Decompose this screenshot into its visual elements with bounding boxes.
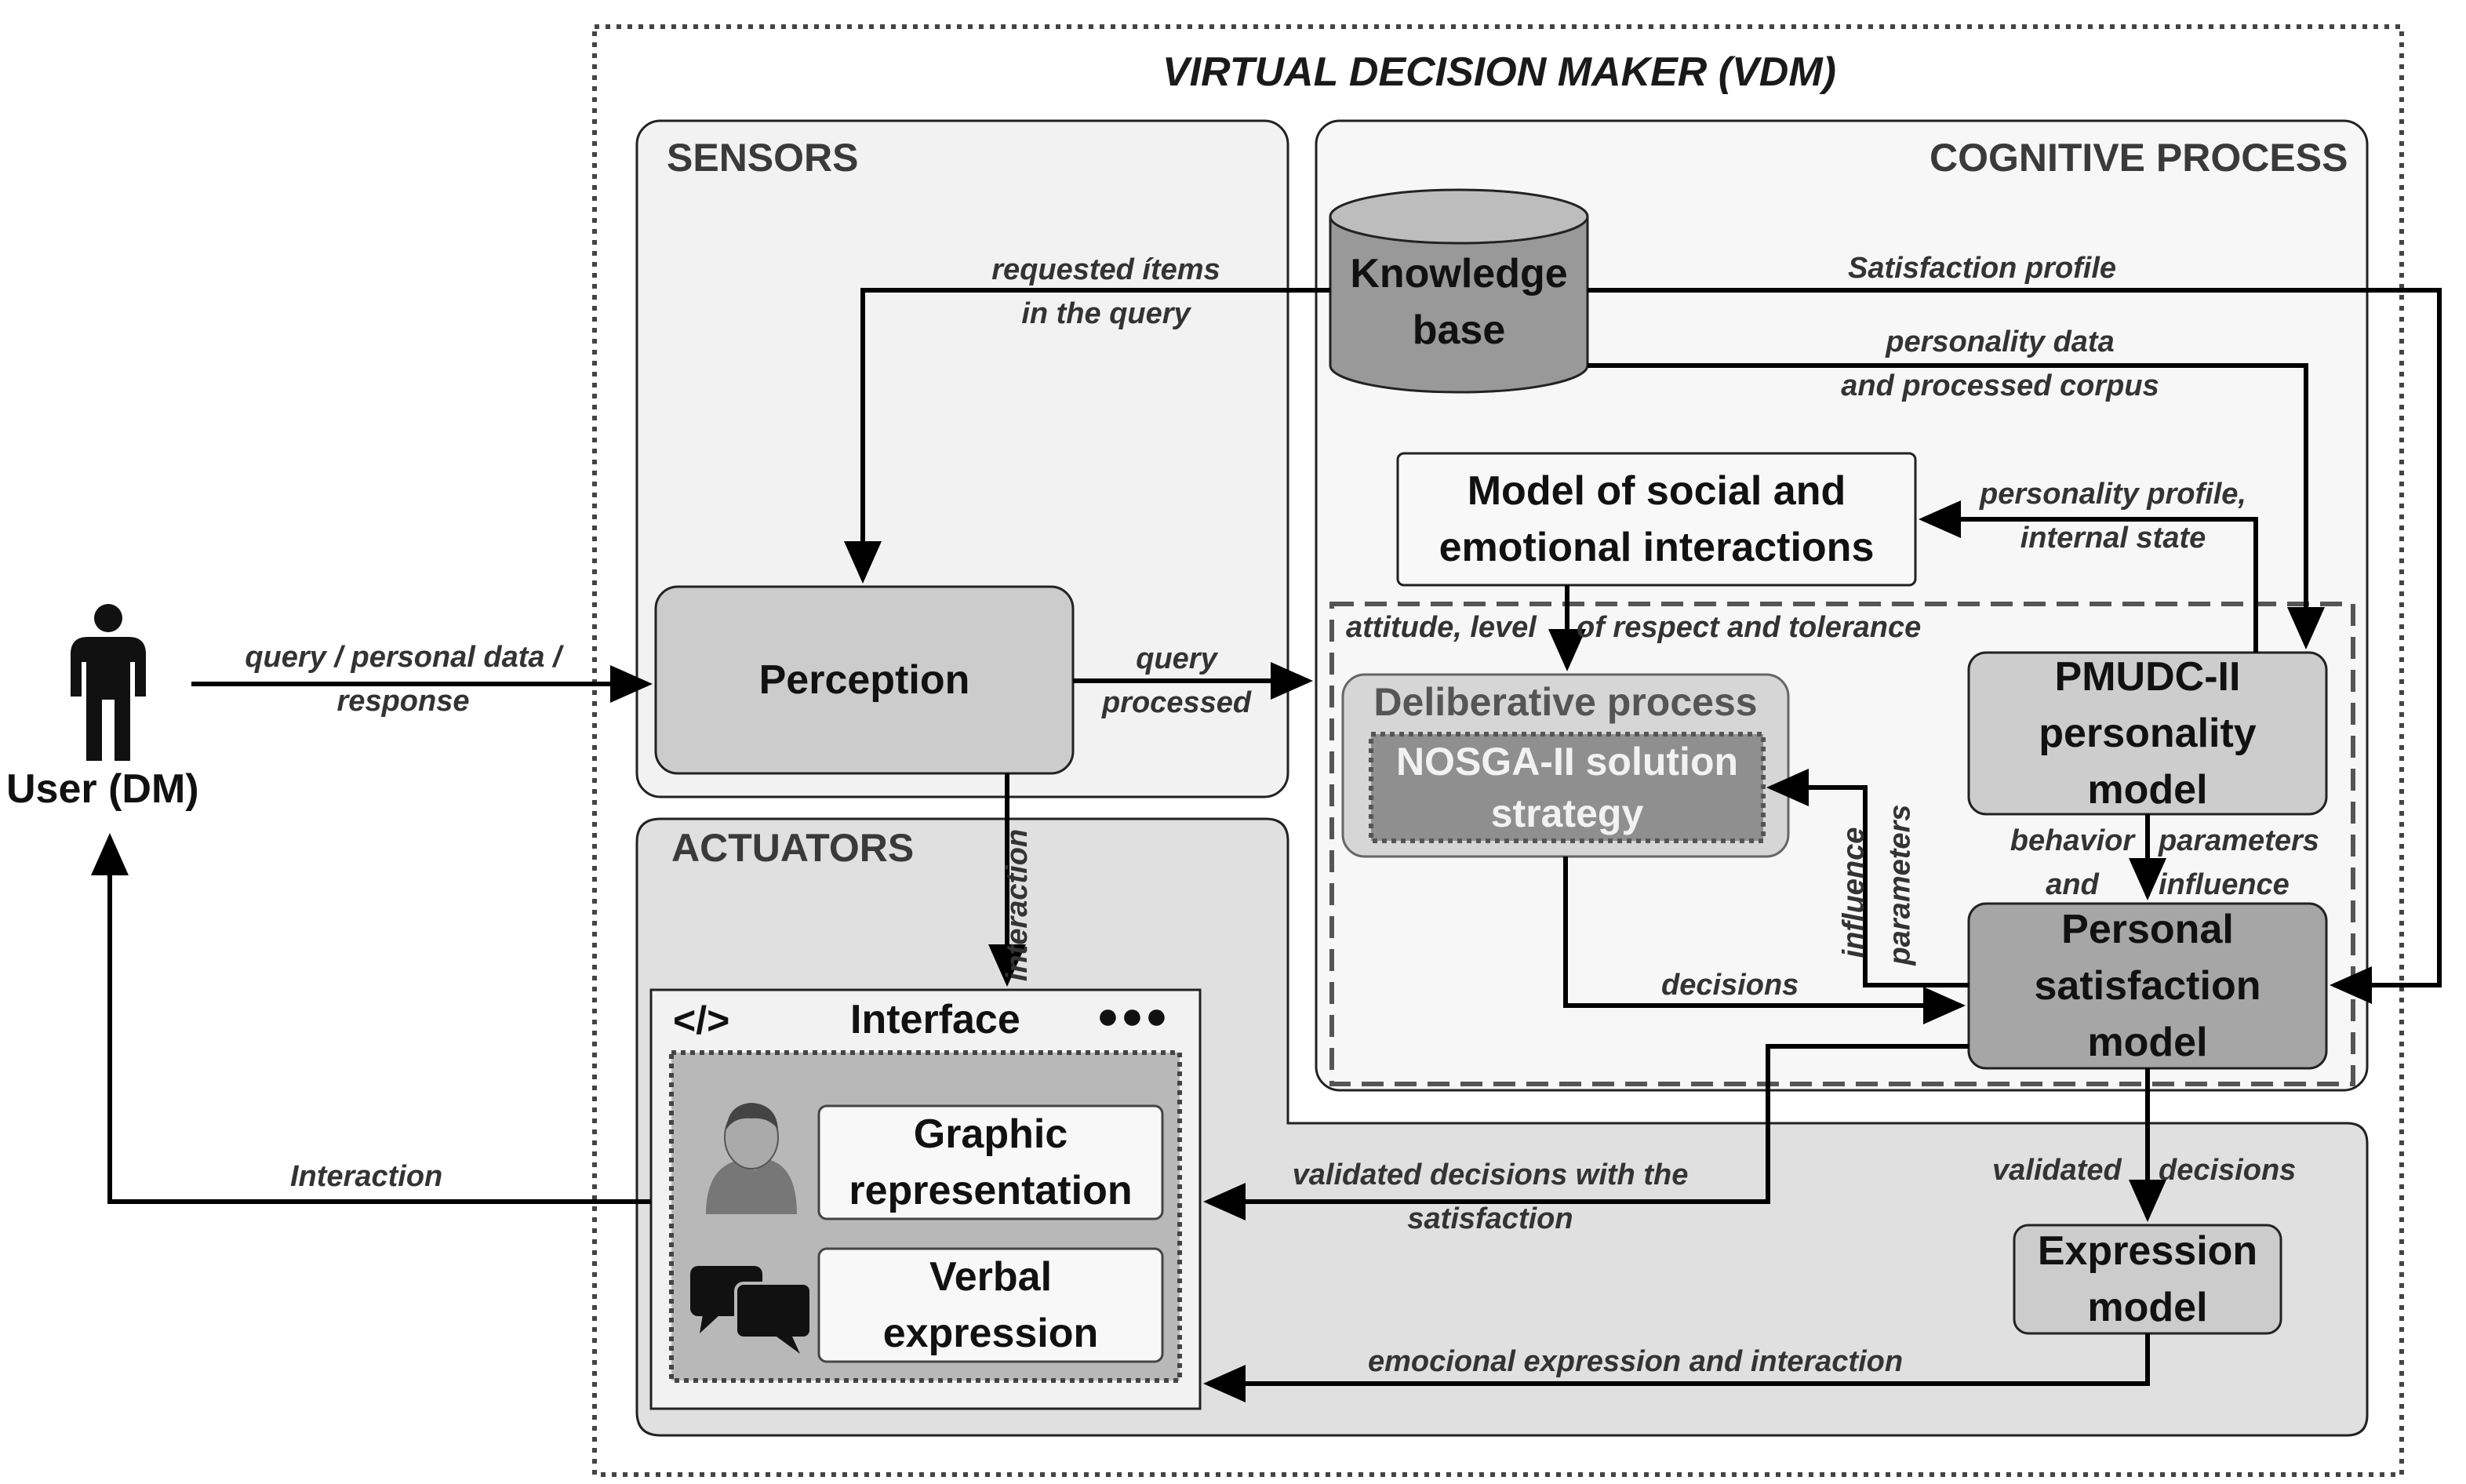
label-query-processed: query processed (1082, 637, 1271, 725)
nosga-line-2: strategy (1490, 791, 1644, 835)
label-behavior-and: behavior and (2002, 819, 2143, 907)
label-personality-data: personality data and processed corpus (1820, 320, 2180, 408)
label-influence: influence (1837, 827, 1871, 958)
more-dots-icon: ●●● (1097, 995, 1169, 1037)
query-processed-line-1: query (1136, 642, 1217, 675)
graphic-line-2: representation (849, 1168, 1133, 1213)
label-requested-items: requested ítems in the query (941, 248, 1271, 336)
knowledge-base-cylinder (1329, 188, 1589, 394)
query-processed-line-2: processed (1101, 686, 1252, 719)
pmudc-line-1: PMUDC-II (2054, 654, 2241, 700)
kb-line-2: base (1412, 307, 1506, 353)
edge-satisfaction-nosga (1766, 769, 1969, 988)
knowledge-base-label: Knowledge base (1330, 243, 1588, 361)
label-query-personal: query / personal data / response (207, 635, 599, 723)
expression-line-1: Expression (2037, 1228, 2258, 1274)
inner-dashed-region (1329, 602, 2355, 1086)
personality-data-line-2: and processed corpus (1841, 369, 2159, 402)
graphic-line-1: Graphic (913, 1111, 1068, 1157)
sensors-label: SENSORS (667, 136, 859, 180)
nosga-line-1: NOSGA-II solution (1395, 740, 1739, 784)
page-title: VIRTUAL DECISION MAKER (VDM) (1162, 49, 1836, 95)
verbal-line-2: expression (882, 1311, 1099, 1356)
behavior-line-1: behavior (2010, 824, 2135, 857)
user-icon (71, 604, 146, 761)
social-model-label: Model of social and emotional interaction… (1398, 453, 1915, 585)
graphic-label: Graphic representation (819, 1106, 1162, 1219)
pmudc-label: PMUDC-II personality model (1969, 653, 2326, 814)
verbal-box (817, 1247, 1164, 1363)
satisfaction-line-3: model (2087, 1020, 2208, 1065)
social-line-2: emotional interactions (1438, 525, 1875, 570)
label-parameters-vertical: parameters (1883, 804, 1917, 966)
pmudc-line-2: personality (2039, 711, 2257, 756)
expression-line-2: model (2087, 1285, 2208, 1330)
pmudc-line-3: model (2087, 767, 2208, 813)
behavior-line-2: and (2046, 868, 2099, 901)
code-icon: </> (673, 998, 730, 1042)
cognitive-label: COGNITIVE PROCESS (1930, 136, 2348, 180)
actuators-label: ACTUATORS (671, 826, 915, 870)
validated-with-line-2: satisfaction (1407, 1202, 1573, 1235)
edge-deliberative-satisfaction (1563, 857, 1966, 1024)
nosga-box (1369, 732, 1766, 843)
satisfaction-line-1: Personal (2061, 907, 2234, 952)
personality-data-line-1: personality data (1886, 326, 2115, 358)
edge-expression-interface (1203, 1333, 2150, 1402)
validated-with-line-1: validated decisions with the (1292, 1158, 1689, 1191)
requested-line-1: requested ítems (991, 253, 1220, 286)
label-decisions-2: decisions (2159, 1154, 2297, 1187)
nosga-label: NOSGA-II solution strategy (1371, 734, 1763, 841)
edge-kb-pmudc (1588, 363, 2325, 649)
personality-profile-line-1: personality profile, (1980, 478, 2246, 511)
satisfaction-line-2: satisfaction (2034, 963, 2261, 1009)
vdm-boundary (592, 24, 2404, 1477)
edge-kb-perception (844, 288, 1330, 584)
social-line-1: Model of social and (1467, 468, 1846, 514)
avatar-icon (706, 1103, 797, 1214)
graphic-box (817, 1104, 1164, 1220)
user-label: User (DM) (6, 766, 199, 812)
kb-line-1: Knowledge (1350, 251, 1568, 296)
requested-line-2: in the query (1021, 297, 1191, 330)
query-personal-line-1: query / personal data / (245, 641, 562, 674)
edge-pmudc-social (1919, 500, 2258, 653)
label-interaction-back: Interaction (290, 1160, 443, 1193)
expression-label: Expression model (2014, 1225, 2281, 1333)
label-validated-with: validated decisions with the satisfaction (1263, 1153, 1718, 1241)
chat-icon (690, 1266, 813, 1354)
edge-interface-user (91, 833, 651, 1204)
label-parameters-influence: parameters influence (2159, 819, 2347, 907)
label-satisfaction-profile: Satisfaction profile (1848, 252, 2117, 285)
label-interaction-vertical: interaction (1001, 828, 1035, 982)
deliberative-label: Deliberative process (1373, 680, 1758, 724)
label-respect-tolerance: of respect and tolerance (1577, 611, 1922, 644)
param-influence-line-1: parameters (2159, 824, 2319, 857)
param-influence-line-2: influence (2159, 868, 2290, 901)
personality-profile-line-2: internal state (2020, 522, 2206, 555)
query-personal-line-2: response (336, 685, 470, 718)
interface-title: Interface (850, 997, 1020, 1042)
label-emotional: emocional expression and interaction (1368, 1345, 1904, 1378)
label-personality-profile: personality profile, internal state (1956, 472, 2270, 560)
edge-satisfaction-interface (1203, 1044, 1969, 1220)
label-validated: validated (1992, 1154, 2122, 1187)
edge-kb-satisfaction (1588, 288, 2442, 1004)
satisfaction-label: Personal satisfaction model (1969, 904, 2326, 1068)
social-model-box (1396, 452, 1917, 587)
verbal-line-1: Verbal (929, 1254, 1053, 1300)
perception-label: Perception (758, 657, 970, 703)
verbal-label: Verbal expression (819, 1249, 1162, 1362)
label-decisions: decisions (1661, 969, 1799, 1002)
label-attitude-level: attitude, level (1346, 611, 1537, 644)
